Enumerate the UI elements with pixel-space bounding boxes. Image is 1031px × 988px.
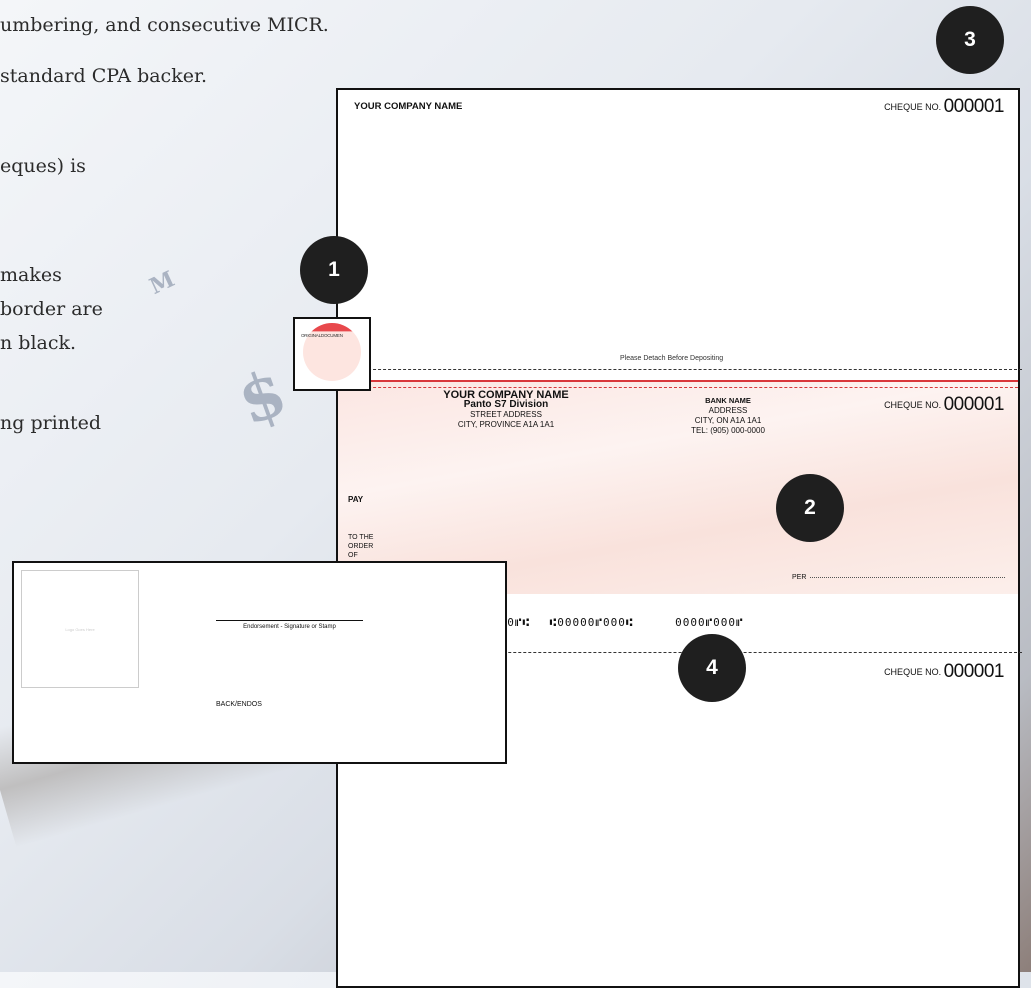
bank-address: ADDRESS <box>708 406 748 415</box>
description-line: makes <box>0 264 62 286</box>
back-label: BACK/ENDOS <box>216 701 262 708</box>
pay-label: PAY <box>348 495 364 504</box>
cheque-city: CITY, PROVINCE A1A 1A1 <box>457 420 555 429</box>
top-stub-company-name: YOUR COMPANY NAME <box>354 101 463 112</box>
perforation-line <box>338 369 1022 370</box>
callout-badge-3: 3 <box>936 6 1004 74</box>
micr-line: ⑈00⑈⑆ ⑆00000⑈000⑆ 0000⑈000⑈ <box>492 616 744 629</box>
cheque-no-label: CHEQUE NO. <box>884 102 942 112</box>
top-stub-cheque-number: CHEQUE NO. 000001 <box>884 96 1004 118</box>
per-label: PER <box>792 574 807 581</box>
description-line: border are <box>0 298 103 320</box>
bank-name: BANK NAME <box>705 396 751 405</box>
cheque-sheet: YOUR COMPANY NAME CHEQUE NO. 000001 Plea… <box>336 88 1022 988</box>
micr-account-number: 0000⑈000⑈ <box>675 616 744 629</box>
pay-to-order-label: TO THE ORDER OF <box>348 533 373 560</box>
description-line: umbering, and consecutive MICR. <box>0 14 329 36</box>
callout-badge-1: 1 <box>300 236 368 304</box>
bank-address-block: BANK NAME ADDRESS CITY, ON A1A 1A1 TEL: … <box>668 396 788 436</box>
original-document-seal: ORIGINALDOCUMEN <box>293 317 371 391</box>
security-border <box>338 380 1018 388</box>
endorsement-label: Endorsement - Signature or Stamp <box>243 624 336 630</box>
description-line: n black. <box>0 332 77 354</box>
order-label: ORDER <box>348 543 374 550</box>
cheque-no-value: 000001 <box>943 661 1005 682</box>
signature-underline <box>810 577 1006 578</box>
signature-line: PER <box>792 574 1006 581</box>
seal-circle <box>303 323 361 381</box>
cheque-no-label: CHEQUE NO. <box>884 667 942 677</box>
description-line: standard CPA backer. <box>0 65 207 87</box>
cheque-street: STREET ADDRESS <box>470 410 542 419</box>
endorsement-line <box>216 620 363 621</box>
cheque-company-name: YOUR COMPANY NAME <box>443 389 569 401</box>
description-line: eques) is <box>0 155 86 177</box>
bottom-stub-cheque-number: CHEQUE NO. 000001 <box>884 661 1004 683</box>
dollar-sign-icon: $ <box>228 354 297 441</box>
bank-tel: TEL: (905) 000-0000 <box>691 426 765 435</box>
cheque-no-label: CHEQUE NO. <box>884 400 942 410</box>
cheque-back-preview: Logo Goes Here Endorsement - Signature o… <box>12 561 507 764</box>
payer-address-block: YOUR COMPANY NAME Panto S7 Division STRE… <box>426 390 586 430</box>
cheque-division: Panto S7 Division <box>463 399 549 410</box>
cheque-no-value: 000001 <box>943 96 1005 117</box>
seal-label: ORIGINALDOCUMEN <box>301 333 343 338</box>
cheque-number: CHEQUE NO. 000001 <box>884 394 1004 416</box>
cheque-body: YOUR COMPANY NAME Panto S7 Division STRE… <box>338 380 1018 594</box>
description-line: ng printed <box>0 412 102 434</box>
logo-placeholder: Logo Goes Here <box>21 570 139 688</box>
bank-city: CITY, ON A1A 1A1 <box>694 416 762 425</box>
callout-badge-2: 2 <box>776 474 844 542</box>
callout-badge-4: 4 <box>678 634 746 702</box>
logo-placeholder-text: Logo Goes Here <box>65 627 95 632</box>
decorative-letter-icon: M <box>145 266 179 300</box>
cheque-no-value: 000001 <box>943 394 1005 415</box>
to-the-label: TO THE <box>348 534 374 541</box>
of-label: OF <box>348 552 358 559</box>
perforation-line <box>338 652 1022 653</box>
detach-label: Please Detach Before Depositing <box>620 355 724 362</box>
micr-transit-number: ⑆00000⑈000⑆ <box>549 616 634 629</box>
